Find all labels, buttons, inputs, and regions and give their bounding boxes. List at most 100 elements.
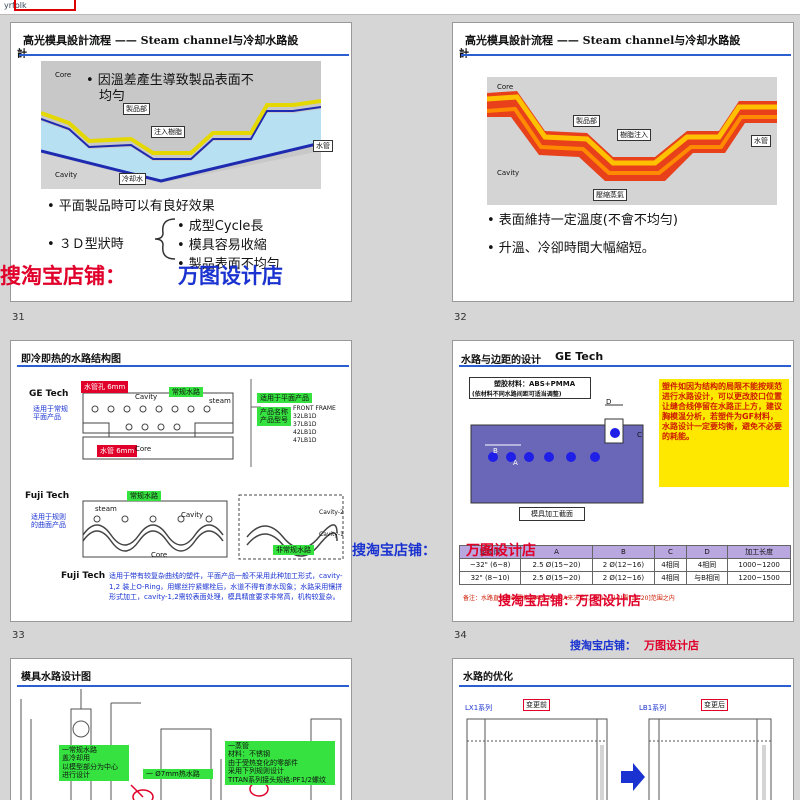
- cavity-label: Cavity: [55, 171, 78, 179]
- watermark-shop-red: 搜淘宝店铺：万图设计店: [498, 594, 642, 609]
- design-advice-note: 塑件如因为结构的局限不能按规范进行水路设计，可以更改胶口位置让缝合线停留在水路正…: [659, 379, 789, 487]
- mold-diagram: [40, 61, 322, 189]
- part-label: 製品部: [123, 103, 150, 115]
- sub-bullet-cycle: • 成型Cycle長: [177, 219, 264, 234]
- fuji-cav1-label: Cavity-1: [319, 531, 344, 538]
- water-layout-svg: [466, 718, 772, 800]
- title-underline: [459, 685, 791, 687]
- section-svg: [470, 404, 644, 504]
- ge-side-item: 32LB1D: [293, 413, 317, 420]
- bullet-time: • 升溫、冷卻時間大幅縮短。: [487, 241, 655, 256]
- fuji-tech-label: Fuji Tech: [25, 491, 70, 501]
- slide-number: 33: [12, 630, 25, 641]
- mold-section-svg: [486, 91, 777, 181]
- after-change-label: 变更后: [701, 699, 728, 711]
- table-cell: ~32" (6~8): [458, 558, 522, 572]
- lb1-series-label: LB1系列: [639, 704, 667, 712]
- bullet-flat: • 平面製品時可以有良好效果: [47, 199, 215, 214]
- table-cell: 4相同: [654, 558, 687, 572]
- fuji-cavity-label: Cavity: [181, 511, 204, 519]
- table-cell: 32" (8~10): [458, 571, 522, 585]
- note-normal-water: 一常规水路 盖冷却用 以模型部分为中心 进行设计: [59, 745, 129, 781]
- fuji-cav2-label: Cavity-2: [319, 509, 344, 516]
- fuji-description: 适用于带有较复杂曲线的塑件，平面产品一般不采用此种加工形式，cavity-1,2…: [109, 572, 343, 601]
- slide-32[interactable]: 高光模具設計流程 —— Steam channel与冷却水路設 計 Core C…: [452, 22, 794, 302]
- mold-section-svg: [40, 61, 322, 183]
- bullet-uneven-cont: 均勻: [99, 89, 126, 104]
- watermark-shop-left: 搜淘宝店铺：: [0, 264, 126, 288]
- fuji-desc-title: Fuji Tech: [61, 571, 106, 581]
- ge-note: 适用于常规 平面产品: [33, 405, 68, 422]
- watermark-shop-left: 搜淘宝店铺：: [352, 543, 436, 559]
- bullet-uneven: • 因溫差產生導致製品表面不: [86, 73, 254, 88]
- dim-b-label: B: [493, 447, 498, 455]
- fuji-core-label: Core: [151, 551, 168, 559]
- title-underline: [17, 365, 349, 367]
- water-pipe-label: 水管: [313, 140, 333, 152]
- ge-tech-label: GE Tech: [29, 389, 69, 399]
- table-cell: 与B相同: [685, 571, 729, 585]
- ge-cavity-label: Cavity: [135, 393, 158, 401]
- slide-title: 水路的优化: [463, 672, 513, 683]
- ge-core-label: Core: [135, 445, 152, 453]
- table-cell: 2.5 Ø(15~20): [520, 558, 593, 572]
- part-label: 製品部: [573, 115, 600, 127]
- slide-number: 32: [454, 312, 467, 323]
- cavity-label: Cavity: [497, 169, 520, 177]
- section-caption: 模具加工截面: [519, 507, 585, 521]
- slide-36[interactable]: 水路的优化 LX1系列 变更前 LB1系列 变更后: [452, 658, 794, 800]
- resin-label: 注入樹脂: [151, 126, 185, 138]
- ge-side-item: 37LB1D: [293, 421, 317, 428]
- watermark-shop-small-right: 万图设计店: [644, 639, 699, 652]
- slide-number: 31: [12, 312, 25, 323]
- resin-label: 樹脂注入: [617, 129, 651, 141]
- brace-icon: [154, 218, 176, 260]
- cooling-water-label: 冷却水: [119, 173, 146, 185]
- ge-steam-pipe-label: 常规水路: [169, 387, 203, 398]
- fuji-note: 适用于规则 的曲面产品: [31, 513, 66, 530]
- table-header-row: 塑胶厚 A B C D 加工长度: [458, 545, 791, 559]
- table-row: ~32" (6~8) 2.5 Ø(15~20) 2 Ø(12~16) 4相同 4…: [458, 558, 791, 572]
- slide-35[interactable]: 模具水路设计图 一常规水路 盖冷却用 以模型部分为中心 进行设计 一蒸管 材料：…: [10, 658, 352, 800]
- slide-title: 高光模具設計流程 —— Steam channel与冷却水路設: [465, 34, 741, 47]
- mold-diagram: [486, 77, 777, 205]
- dim-a-label: A: [513, 459, 518, 467]
- ge-steam-label: steam: [209, 397, 231, 405]
- steam-label: 壓縮蒸氣: [593, 189, 627, 201]
- sub-bullet-shrink: • 模具容易收縮: [177, 238, 267, 253]
- slide-33[interactable]: 即冷即热的水路结构图 GE Tech 适用于常规 平面产品 水管孔 6mm 水管…: [10, 340, 352, 622]
- ge-side-sub: 产品名称 产品型号: [257, 407, 291, 426]
- watermark-shop-right: 万图设计店: [178, 264, 283, 288]
- slide-title: 水路与边距的设计: [461, 355, 541, 366]
- ge-side-title: 适用于平面产品: [257, 393, 312, 404]
- material-box: 塑胶材料：ABS+PMMA (依材料不同水路间距可适当调整): [469, 377, 591, 399]
- bullet-temp: • 表面維持一定溫度(不會不均勻): [487, 213, 678, 228]
- table-header-cell: B: [591, 545, 656, 559]
- title-underline: [17, 685, 349, 687]
- watermark-shop-small-left: 搜淘宝店铺：: [570, 639, 636, 652]
- slide-title-cont: 計: [459, 45, 469, 60]
- ge-side-item: 47LB1D: [293, 437, 317, 444]
- fuji-cavity-pipe: 常规水路: [127, 491, 161, 502]
- slide-number: 34: [454, 630, 467, 641]
- core-label: Core: [497, 83, 514, 91]
- bullet-3d: • ３Ｄ型狀時: [47, 237, 124, 252]
- table-header-cell: D: [685, 545, 729, 559]
- table-footnote: 备注：水路直径为8(需依据ABS/PMMA来决定)，B(12~16)需[15-2…: [463, 595, 675, 602]
- slide-34[interactable]: 水路与边距的设计 GE Tech 塑胶材料：ABS+PMMA (依材料不同水路间…: [452, 340, 794, 622]
- arrow-right-icon: [621, 763, 645, 791]
- note-hot-water: 一 Ø7mm热水路: [143, 769, 213, 780]
- material-note: (依材料不同水路间距可适当调整): [472, 391, 562, 398]
- slide-title: 高光模具設計流程 —— Steam channel与冷却水路設: [23, 34, 299, 47]
- slide-title-cont: 計: [17, 45, 27, 60]
- slide-31[interactable]: 高光模具設計流程 —— Steam channel与冷却水路設 計 Core C…: [10, 22, 352, 302]
- red-highlight-box: [14, 0, 76, 11]
- core-label: Core: [55, 71, 72, 79]
- top-strip: yrfolk: [0, 0, 800, 15]
- dim-d-label: D: [606, 398, 612, 406]
- ge-red-bottom-label: 水管 6mm: [97, 445, 138, 457]
- fuji-bottom-label: 非常规水路: [273, 545, 314, 556]
- table-cell: 2 Ø(12~16): [591, 571, 656, 585]
- table-cell: 2.5 Ø(15~20): [520, 571, 593, 585]
- slide-title: 即冷即热的水路结构图: [21, 354, 121, 365]
